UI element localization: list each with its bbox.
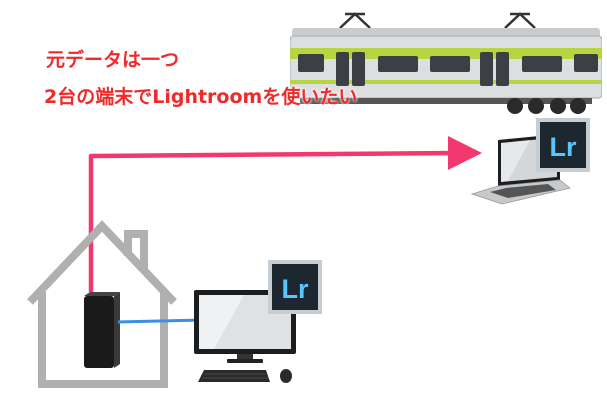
lightroom-badge-icon: Lr xyxy=(268,260,322,314)
keyboard-icon xyxy=(198,370,270,382)
caption-line-2: 2台の端末でLightroomを使いたい xyxy=(44,86,358,108)
house-icon xyxy=(27,220,177,388)
lightroom-badge-label: Lr xyxy=(550,132,577,162)
lightroom-badge-icon: Lr xyxy=(536,118,590,172)
mouse-icon xyxy=(280,369,292,383)
train-icon xyxy=(290,12,602,114)
lightroom-badge-label: Lr xyxy=(282,274,309,304)
external-hdd-icon xyxy=(84,292,120,368)
caption-line-1: 元データは一つ xyxy=(46,49,180,71)
